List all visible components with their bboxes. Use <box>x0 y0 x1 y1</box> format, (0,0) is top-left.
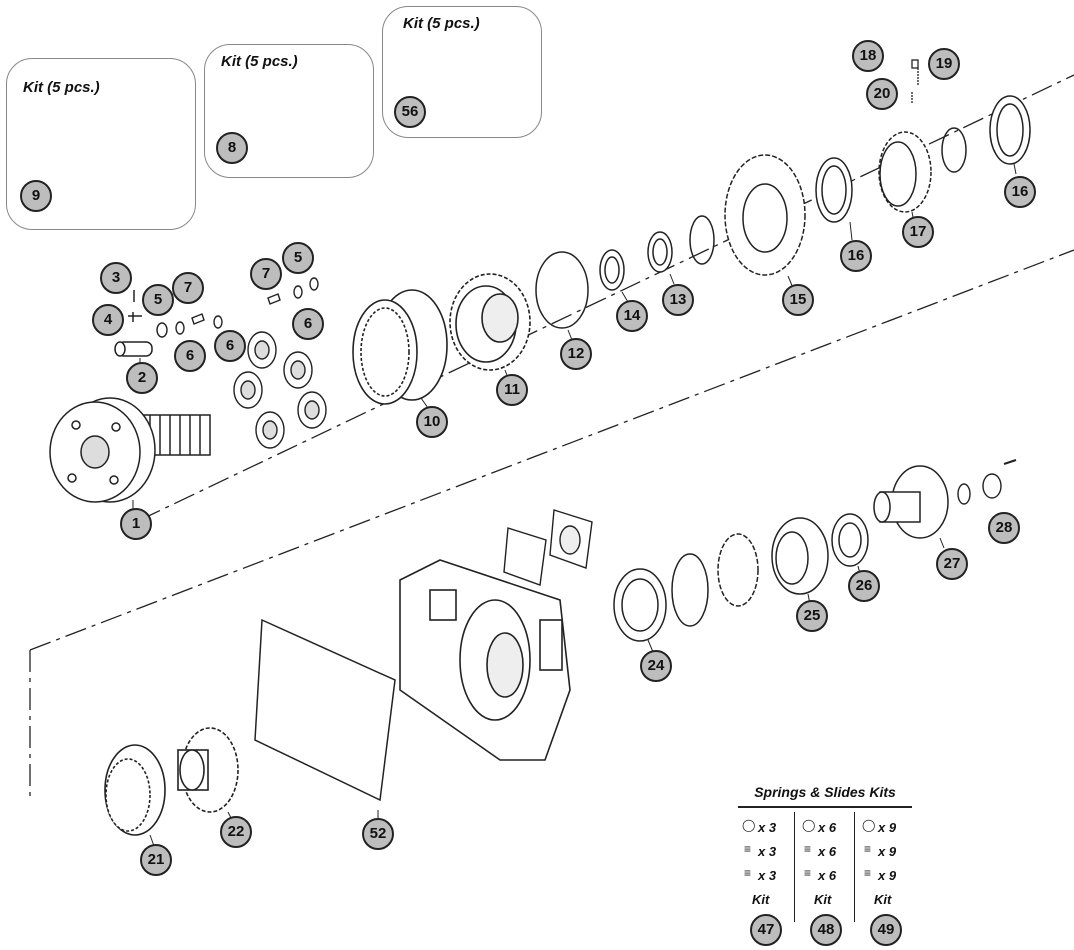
slide-icon: ◯ <box>802 818 816 832</box>
callout-6b: 6 <box>214 330 246 362</box>
callout-10: 10 <box>416 406 448 438</box>
ring-24b <box>717 533 759 607</box>
callout-16b: 16 <box>1004 176 1036 208</box>
lower-axis-line <box>29 249 1074 651</box>
part-25-pump <box>771 517 829 595</box>
part-21-ring <box>104 744 166 836</box>
spring-long-icon: ≡ <box>864 866 872 880</box>
kit-49-label: Kit <box>874 892 892 907</box>
parts-18-19-20-springs <box>911 59 919 104</box>
callout-9: 9 <box>20 180 52 212</box>
callout-12: 12 <box>560 338 592 370</box>
callout-56: 56 <box>394 96 426 128</box>
callout-11: 11 <box>496 374 528 406</box>
kit-47-label: Kit <box>752 892 770 907</box>
kit-48-qty-slides: x 6 <box>818 820 837 835</box>
callout-21: 21 <box>140 844 172 876</box>
part-26-seal <box>831 513 869 567</box>
springs-title-rule <box>738 806 912 808</box>
spring-long-icon: ≡ <box>804 866 812 880</box>
kit-48-qty-springs-a: x 6 <box>818 844 837 859</box>
springs-panel-title: Springs & Slides Kits <box>754 784 896 800</box>
part-52-gasket <box>254 618 396 802</box>
part-17-snap-ring <box>941 127 967 173</box>
kit-49-qty-slides: x 9 <box>878 820 897 835</box>
callout-47: 47 <box>750 914 782 946</box>
part-16-synchro-ring <box>815 157 853 223</box>
part-housing <box>399 559 571 761</box>
callout-17: 17 <box>902 216 934 248</box>
callout-24: 24 <box>640 650 672 682</box>
part-1-planet-carrier <box>49 397 211 503</box>
column-divider-2 <box>854 812 855 922</box>
spring-icon: ≡ <box>804 842 812 856</box>
kit-8-title: Kit (5 pcs.) <box>221 53 298 70</box>
column-divider-1 <box>794 812 795 922</box>
callout-15: 15 <box>782 284 814 316</box>
callout-22: 22 <box>220 816 252 848</box>
callout-13: 13 <box>662 284 694 316</box>
planet-gears <box>233 331 327 449</box>
kit-48-qty-springs-b: x 6 <box>818 868 837 883</box>
part-2-pin <box>114 290 153 357</box>
callout-19: 19 <box>928 48 960 80</box>
callout-8: 8 <box>216 132 248 164</box>
part-24-bearing <box>613 568 667 642</box>
ring-24a <box>671 553 709 627</box>
callout-28: 28 <box>988 512 1020 544</box>
callout-4: 4 <box>92 304 124 336</box>
callout-18: 18 <box>852 40 884 72</box>
kit-47-qty-springs-b: x 3 <box>758 868 777 883</box>
springs-slides-kits-panel: Springs & Slides Kits ◯ x 3 ≡ x 3 ≡ x 3 … <box>734 780 916 946</box>
slide-icon: ◯ <box>742 818 756 832</box>
callout-27: 27 <box>936 548 968 580</box>
ring-27 <box>957 483 971 505</box>
slide-icon: ◯ <box>862 818 876 832</box>
callout-5b: 5 <box>282 242 314 274</box>
part-11-sun-gear <box>449 273 531 371</box>
upper-axis-line <box>139 74 1074 521</box>
kit-48-label: Kit <box>814 892 832 907</box>
callout-25: 25 <box>796 600 828 632</box>
parts-13-14-bearings <box>599 215 715 291</box>
callout-5: 5 <box>142 284 174 316</box>
spring-long-icon: ≡ <box>744 866 752 880</box>
callout-20: 20 <box>866 78 898 110</box>
kit-49-qty-springs-b: x 9 <box>878 868 897 883</box>
kit-9-title: Kit (5 pcs.) <box>23 79 100 96</box>
callout-16: 16 <box>840 240 872 272</box>
callout-52: 52 <box>362 818 394 850</box>
callout-14: 14 <box>616 300 648 332</box>
callout-6c: 6 <box>292 308 324 340</box>
callout-1: 1 <box>120 508 152 540</box>
part-16-synchro-ring-right <box>989 95 1031 165</box>
part-10-ring-gear <box>352 289 448 405</box>
washers-and-slides <box>156 277 319 338</box>
callout-48: 48 <box>810 914 842 946</box>
kit-49-qty-springs-a: x 9 <box>878 844 897 859</box>
callout-3: 3 <box>100 262 132 294</box>
kit-56-title: Kit (5 pcs.) <box>403 15 480 32</box>
cover-plates <box>503 509 593 586</box>
callout-26: 26 <box>848 570 880 602</box>
spring-icon: ≡ <box>744 842 752 856</box>
part-27-flange <box>873 465 949 539</box>
spring-icon: ≡ <box>864 842 872 856</box>
part-28-nut <box>982 473 1002 499</box>
callout-7b: 7 <box>250 258 282 290</box>
part-17-sliding-sleeve <box>878 131 932 213</box>
part-12-snap-ring <box>535 251 589 329</box>
kit-47-qty-slides: x 3 <box>758 820 777 835</box>
kit-47-qty-springs-a: x 3 <box>758 844 777 859</box>
part-15-plate <box>724 154 806 276</box>
callout-7: 7 <box>172 272 204 304</box>
kit-8-box: Kit (5 pcs.) <box>204 44 374 178</box>
callout-2: 2 <box>126 362 158 394</box>
callout-6: 6 <box>174 340 206 372</box>
callout-49: 49 <box>870 914 902 946</box>
part-28-bolt <box>1003 459 1017 465</box>
part-22-hub <box>177 727 239 813</box>
